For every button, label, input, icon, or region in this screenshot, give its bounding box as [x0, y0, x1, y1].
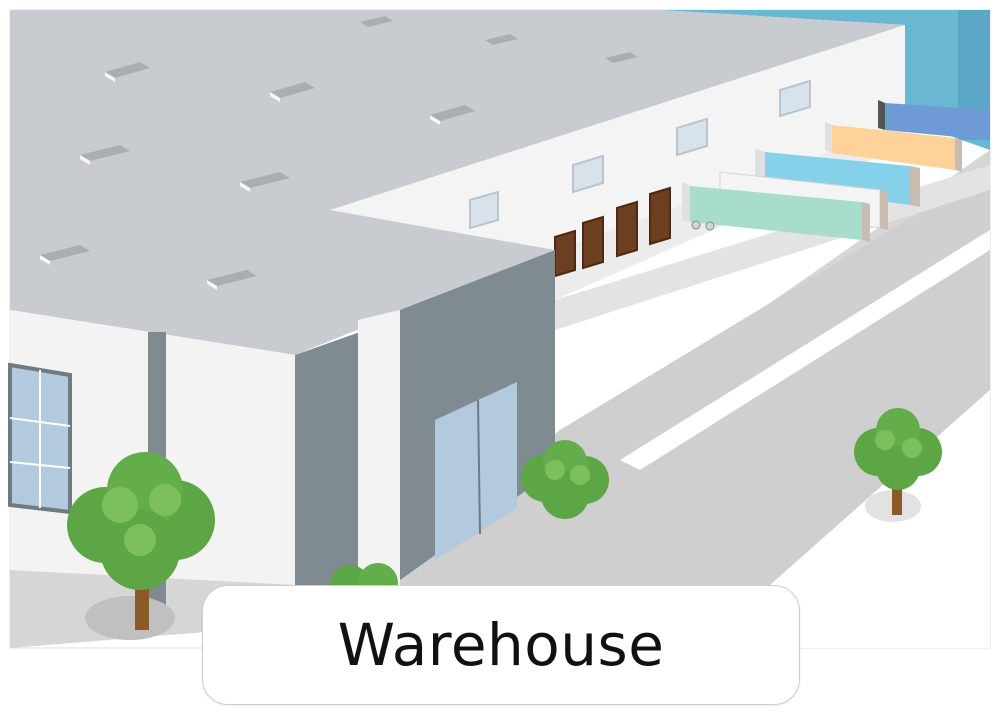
- tree-left: [67, 452, 215, 640]
- tree-middle: [521, 440, 609, 519]
- caption-text: Warehouse: [337, 611, 665, 679]
- roof: [10, 10, 905, 355]
- caption-card: Warehouse: [202, 585, 800, 705]
- sidewalk: [620, 230, 990, 470]
- trailer-blue: [878, 100, 990, 140]
- corner-wall: [295, 332, 360, 585]
- side-window: [8, 362, 72, 515]
- trailers: [682, 100, 990, 242]
- trailer-orange: [825, 122, 962, 172]
- roof-vents: [40, 16, 638, 290]
- dock-doors: [554, 186, 671, 278]
- tree-right: [854, 408, 942, 522]
- trailer-mint: [682, 182, 870, 242]
- upper-windows: [469, 79, 811, 230]
- entrance-doors: [435, 382, 517, 560]
